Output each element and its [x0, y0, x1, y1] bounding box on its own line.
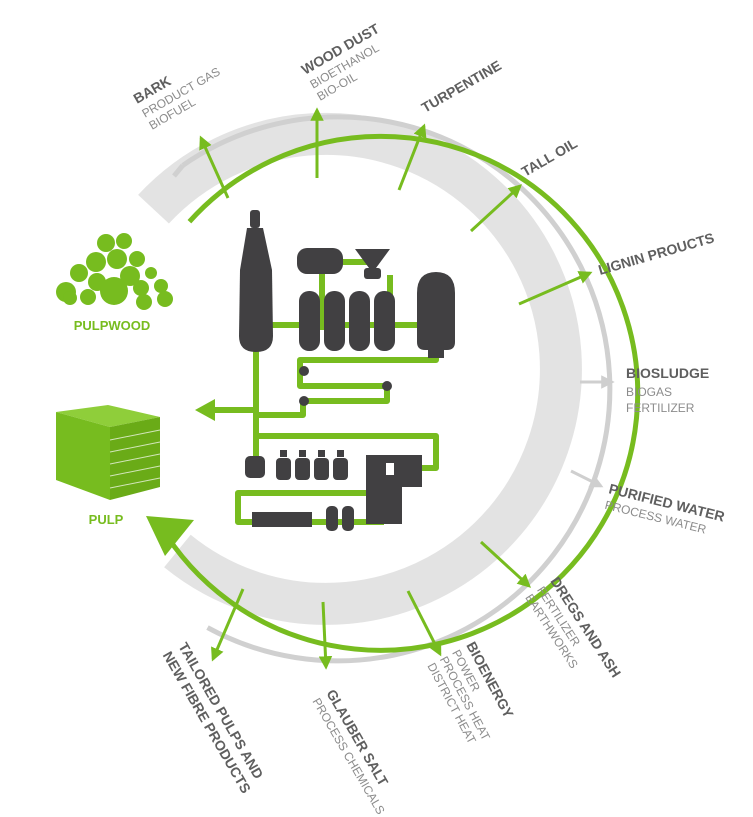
pulp-stack-icon: [56, 405, 161, 500]
label-bark: BARK PRODUCT GAS BIOFUEL: [131, 64, 223, 132]
mill-schematic: [195, 210, 455, 531]
arrow-bark: [199, 135, 230, 199]
arrow-dregs: [479, 540, 531, 588]
pulp-return-arrow: [146, 516, 194, 556]
label-glauber: GLAUBER SALT PROCESS CHEMICALS: [310, 687, 392, 817]
grey-arrows: [570, 375, 615, 488]
label-pulpwood: PULPWOOD: [74, 318, 151, 333]
pulpwood-icon: [56, 233, 173, 310]
product-arrows: [199, 107, 593, 670]
arrow-tall-oil: [469, 184, 522, 233]
svg-text:BIOGAS: BIOGAS: [626, 385, 672, 399]
grey-ring-outline: [181, 114, 613, 664]
arrow-tailored: [211, 588, 245, 662]
grey-ring-outline-cap-top: [172, 163, 185, 178]
svg-text:FERTILIZER: FERTILIZER: [626, 401, 695, 415]
green-main-arc: [157, 133, 641, 653]
svg-text:TURPENTINE: TURPENTINE: [419, 57, 504, 116]
label-tailored: TAILORED PULPS AND NEW FIBRE PRODUCTS: [160, 640, 267, 796]
arrow-glauber: [318, 601, 333, 670]
label-biosludge: BIOSLUDGE BIOGAS FERTILIZER: [626, 365, 709, 415]
svg-text:LIGNIN PROUCTS: LIGNIN PROUCTS: [596, 229, 716, 277]
label-bioenergy: BIOENERGY POWER PROCESS HEAT DISTRICT HE…: [425, 639, 518, 747]
grey-ring-band: [138, 112, 582, 625]
label-pulp: PULP: [89, 512, 124, 527]
label-purified-water: PURIFIED WATER PROCESS WATER: [603, 480, 726, 536]
arrow-bioenergy: [406, 590, 442, 657]
svg-text:BIOSLUDGE: BIOSLUDGE: [626, 365, 709, 381]
label-wood-dust: WOOD DUST BIOETHANOL BIO-OIL: [299, 20, 383, 104]
label-dregs: DREGS AND ASH FERTILIZER EARTHWORKS: [522, 574, 624, 680]
label-tall-oil: TALL OIL: [519, 135, 581, 180]
label-turpentine: TURPENTINE: [419, 57, 504, 116]
label-lignin: LIGNIN PROUCTS: [596, 229, 716, 277]
svg-text:TALL OIL: TALL OIL: [519, 135, 581, 180]
arrow-purified-water: [570, 469, 604, 488]
arrow-turpentine: [397, 123, 427, 191]
arrow-lignin: [518, 271, 593, 306]
